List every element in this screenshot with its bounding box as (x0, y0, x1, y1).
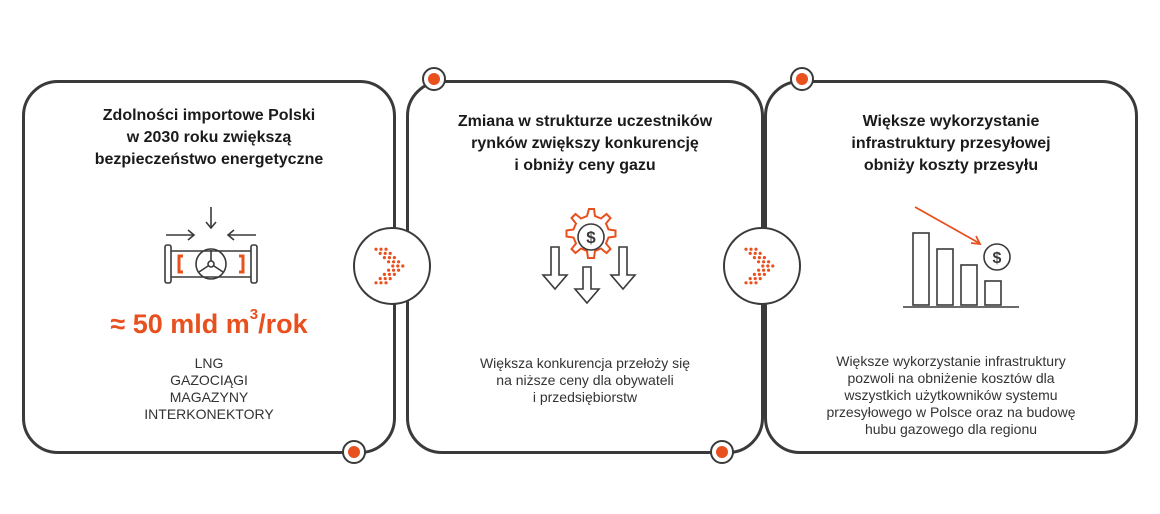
arrow-dot (744, 281, 748, 285)
arrow-dot (378, 251, 382, 255)
arrow-dot (753, 277, 757, 281)
corner-dot-icon (710, 440, 734, 464)
arrow-dot (383, 277, 387, 281)
arrow-dot (757, 268, 761, 272)
arrow-dot (378, 277, 382, 281)
card-description: Większe wykorzystanie infrastruktury poz… (826, 353, 1076, 437)
arrow-dot (397, 260, 401, 264)
arrow-dot (392, 260, 396, 264)
arrow-dot (392, 256, 396, 260)
arrow-dot (762, 260, 766, 264)
arrow-dot (382, 272, 386, 276)
arrow-dot (754, 281, 758, 285)
corner-dot-icon (790, 67, 814, 91)
arrow-dot (391, 264, 395, 268)
arrow-dot (762, 268, 766, 272)
list-item: GAZOCIĄGI (170, 372, 248, 388)
arrow-dot (749, 247, 753, 251)
declining-bars-dollar-icon: $ (903, 206, 1019, 308)
arrow-dot (761, 264, 765, 268)
arrow-dot (396, 264, 400, 268)
svg-text:$: $ (586, 228, 596, 247)
arrow-dot (757, 272, 761, 276)
arrow-dot (762, 272, 766, 276)
svg-text:$: $ (993, 250, 1002, 267)
arrow-dot (383, 251, 387, 255)
card-market-competition: Zmiana w strukturze uczestników rynków z… (406, 80, 764, 454)
card-infrastructure-costs: Większe wykorzystanie infrastruktury prz… (764, 80, 1138, 454)
arrow-dot (392, 268, 396, 272)
arrow-dot (387, 268, 391, 272)
arrow-dot (387, 260, 391, 264)
arrow-dot (752, 256, 756, 260)
arrow-dot (401, 264, 405, 268)
corner-dot-icon (422, 67, 446, 91)
arrow-dot (757, 256, 761, 260)
list-item: INTERKONEKTORY (144, 406, 274, 422)
arrow-dot (758, 251, 762, 255)
arrow-dot (767, 268, 771, 272)
arrow-dot (388, 277, 392, 281)
arrow-dot (387, 272, 391, 276)
arrow-dot (384, 247, 388, 251)
arrow-dot (753, 251, 757, 255)
arrow-dot (374, 247, 378, 251)
pipeline-valve-icon (164, 207, 258, 284)
card-description: Większa konkurencja przełoży się na niżs… (479, 355, 691, 405)
arrow-dot (752, 272, 756, 276)
arrow-dot (379, 247, 383, 251)
arrow-dot (766, 264, 770, 268)
arrow-dot (744, 247, 748, 251)
arrow-dot (388, 251, 392, 255)
arrow-dot (758, 277, 762, 281)
card-title: Zmiana w strukturze uczestników rynków z… (457, 113, 713, 174)
arrow-dot (392, 272, 396, 276)
arrow-dot (379, 281, 383, 285)
card-title: Zdolności importowe Polski w 2030 roku z… (94, 107, 324, 168)
list-item: MAGAZYNY (169, 389, 249, 405)
arrow-dot (374, 281, 378, 285)
arrow-dot (382, 256, 386, 260)
list-item: LNG (194, 355, 224, 371)
gear-dollar-arrows-icon: $ (541, 208, 637, 305)
arrow-dot (749, 281, 753, 285)
arrow-dot (754, 247, 758, 251)
import-capacity-value: ≈ 50 mld m3/rok (110, 306, 308, 339)
corner-dot-icon (342, 440, 366, 464)
import-sources-list: LNG GAZOCIĄGI MAGAZYNY INTERKONEKTORY (25, 355, 393, 423)
dotted-arrow-icon (353, 227, 431, 305)
dotted-arrow-icon (723, 227, 801, 305)
card-import-capacity: Zdolności importowe Polski w 2030 roku z… (22, 80, 396, 454)
arrow-dot (384, 281, 388, 285)
arrow-dot (748, 277, 752, 281)
arrow-dot (767, 260, 771, 264)
arrow-dot (397, 268, 401, 272)
arrow-dot (748, 251, 752, 255)
arrow-dot (757, 260, 761, 264)
arrow-dot (762, 256, 766, 260)
arrow-dot (387, 256, 391, 260)
arrow-dot (771, 264, 775, 268)
card-title: Większe wykorzystanie infrastruktury prz… (851, 113, 1051, 174)
